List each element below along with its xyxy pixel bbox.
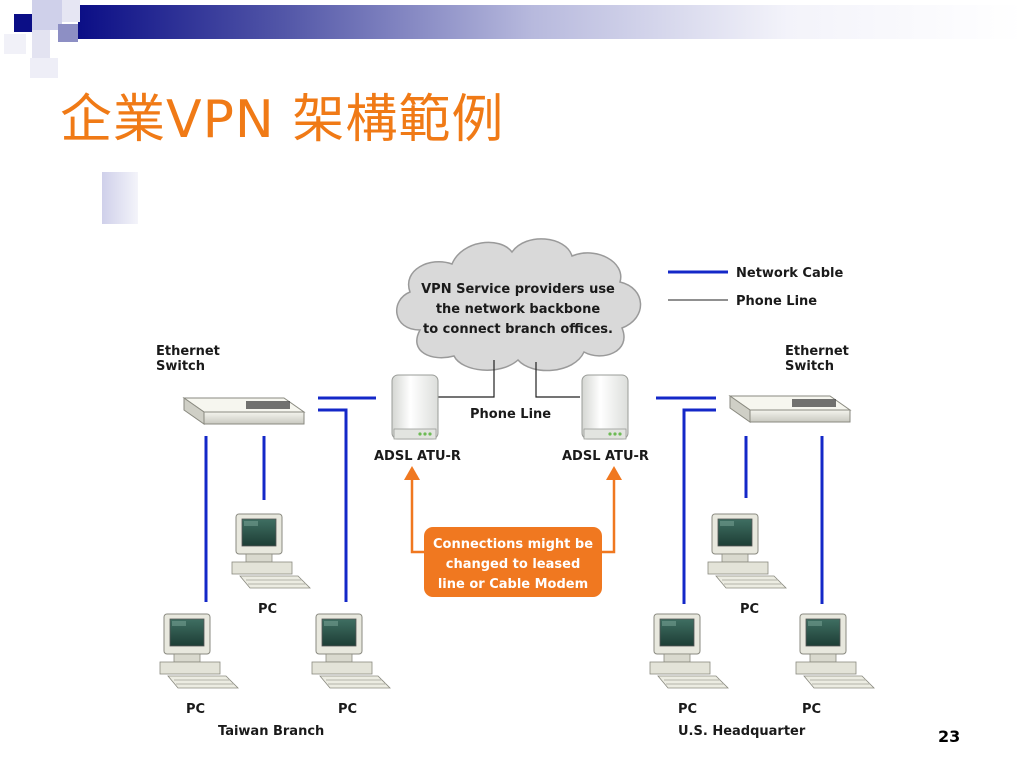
arrow-up-right-icon — [606, 466, 622, 480]
cloud — [395, 238, 642, 372]
page-number: 23 — [938, 727, 961, 746]
switch-right-label-2: Switch — [785, 359, 834, 374]
pc-left-bottom-2-label: PC — [338, 702, 357, 717]
decor-square — [4, 34, 26, 54]
cloud-text-line-3: to connect branch offices. — [423, 322, 613, 337]
adsl-modem-right — [581, 374, 629, 440]
arrow-up-left-icon — [404, 466, 420, 480]
switch-left-label-1: Ethernet — [156, 344, 220, 359]
decor-square — [58, 24, 78, 42]
callout-line-2: changed to leased — [446, 557, 581, 572]
site-right-label: U.S. Headquarter — [678, 724, 806, 739]
callout-box — [424, 527, 602, 597]
pc-left-bottom-1 — [159, 613, 239, 689]
header-gradient-bar — [78, 5, 1024, 39]
legend-network-cable-label: Network Cable — [736, 266, 844, 281]
decor-square — [14, 14, 32, 32]
pc-left-bottom-1-label: PC — [186, 702, 205, 717]
pc-right-mid — [707, 513, 787, 589]
ethernet-switch-left — [183, 397, 305, 425]
modem-right-label: ADSL ATU-R — [562, 449, 649, 464]
cloud-text-line-2: the network backbone — [436, 302, 601, 317]
pc-right-bottom-1-label: PC — [678, 702, 697, 717]
pc-left-mid-label: PC — [258, 602, 277, 617]
callout-line-1: Connections might be — [433, 537, 593, 552]
slide-title: 企業VPN 架構範例 — [60, 90, 505, 150]
callout-line-3: line or Cable Modem — [438, 577, 588, 592]
site-left-label: Taiwan Branch — [218, 724, 324, 739]
pc-right-bottom-2 — [795, 613, 875, 689]
adsl-modem-left — [391, 374, 439, 440]
callout-connectors — [410, 478, 616, 554]
phone-line-left — [438, 360, 495, 398]
decor-square — [32, 30, 50, 58]
pc-right-bottom-1 — [649, 613, 729, 689]
switch-left-label-2: Switch — [156, 359, 205, 374]
pc-left-mid — [231, 513, 311, 589]
decor-square — [62, 0, 80, 22]
network-cables-right — [656, 396, 824, 604]
pc-left-bottom-2 — [311, 613, 391, 689]
ethernet-switch-right — [729, 395, 851, 423]
pc-right-mid-label: PC — [740, 602, 759, 617]
cloud-text-line-1: VPN Service providers use — [421, 282, 615, 297]
switch-right-label-1: Ethernet — [785, 344, 849, 359]
decor-square — [30, 58, 58, 78]
modem-left-label: ADSL ATU-R — [374, 449, 461, 464]
phone-line-right — [535, 362, 580, 398]
phone-line-label: Phone Line — [470, 407, 551, 422]
bullet-square — [102, 172, 138, 224]
legend-phone-line-label: Phone Line — [736, 294, 817, 309]
pc-right-bottom-2-label: PC — [802, 702, 821, 717]
decor-square — [32, 0, 62, 30]
network-cables-left — [204, 396, 376, 602]
